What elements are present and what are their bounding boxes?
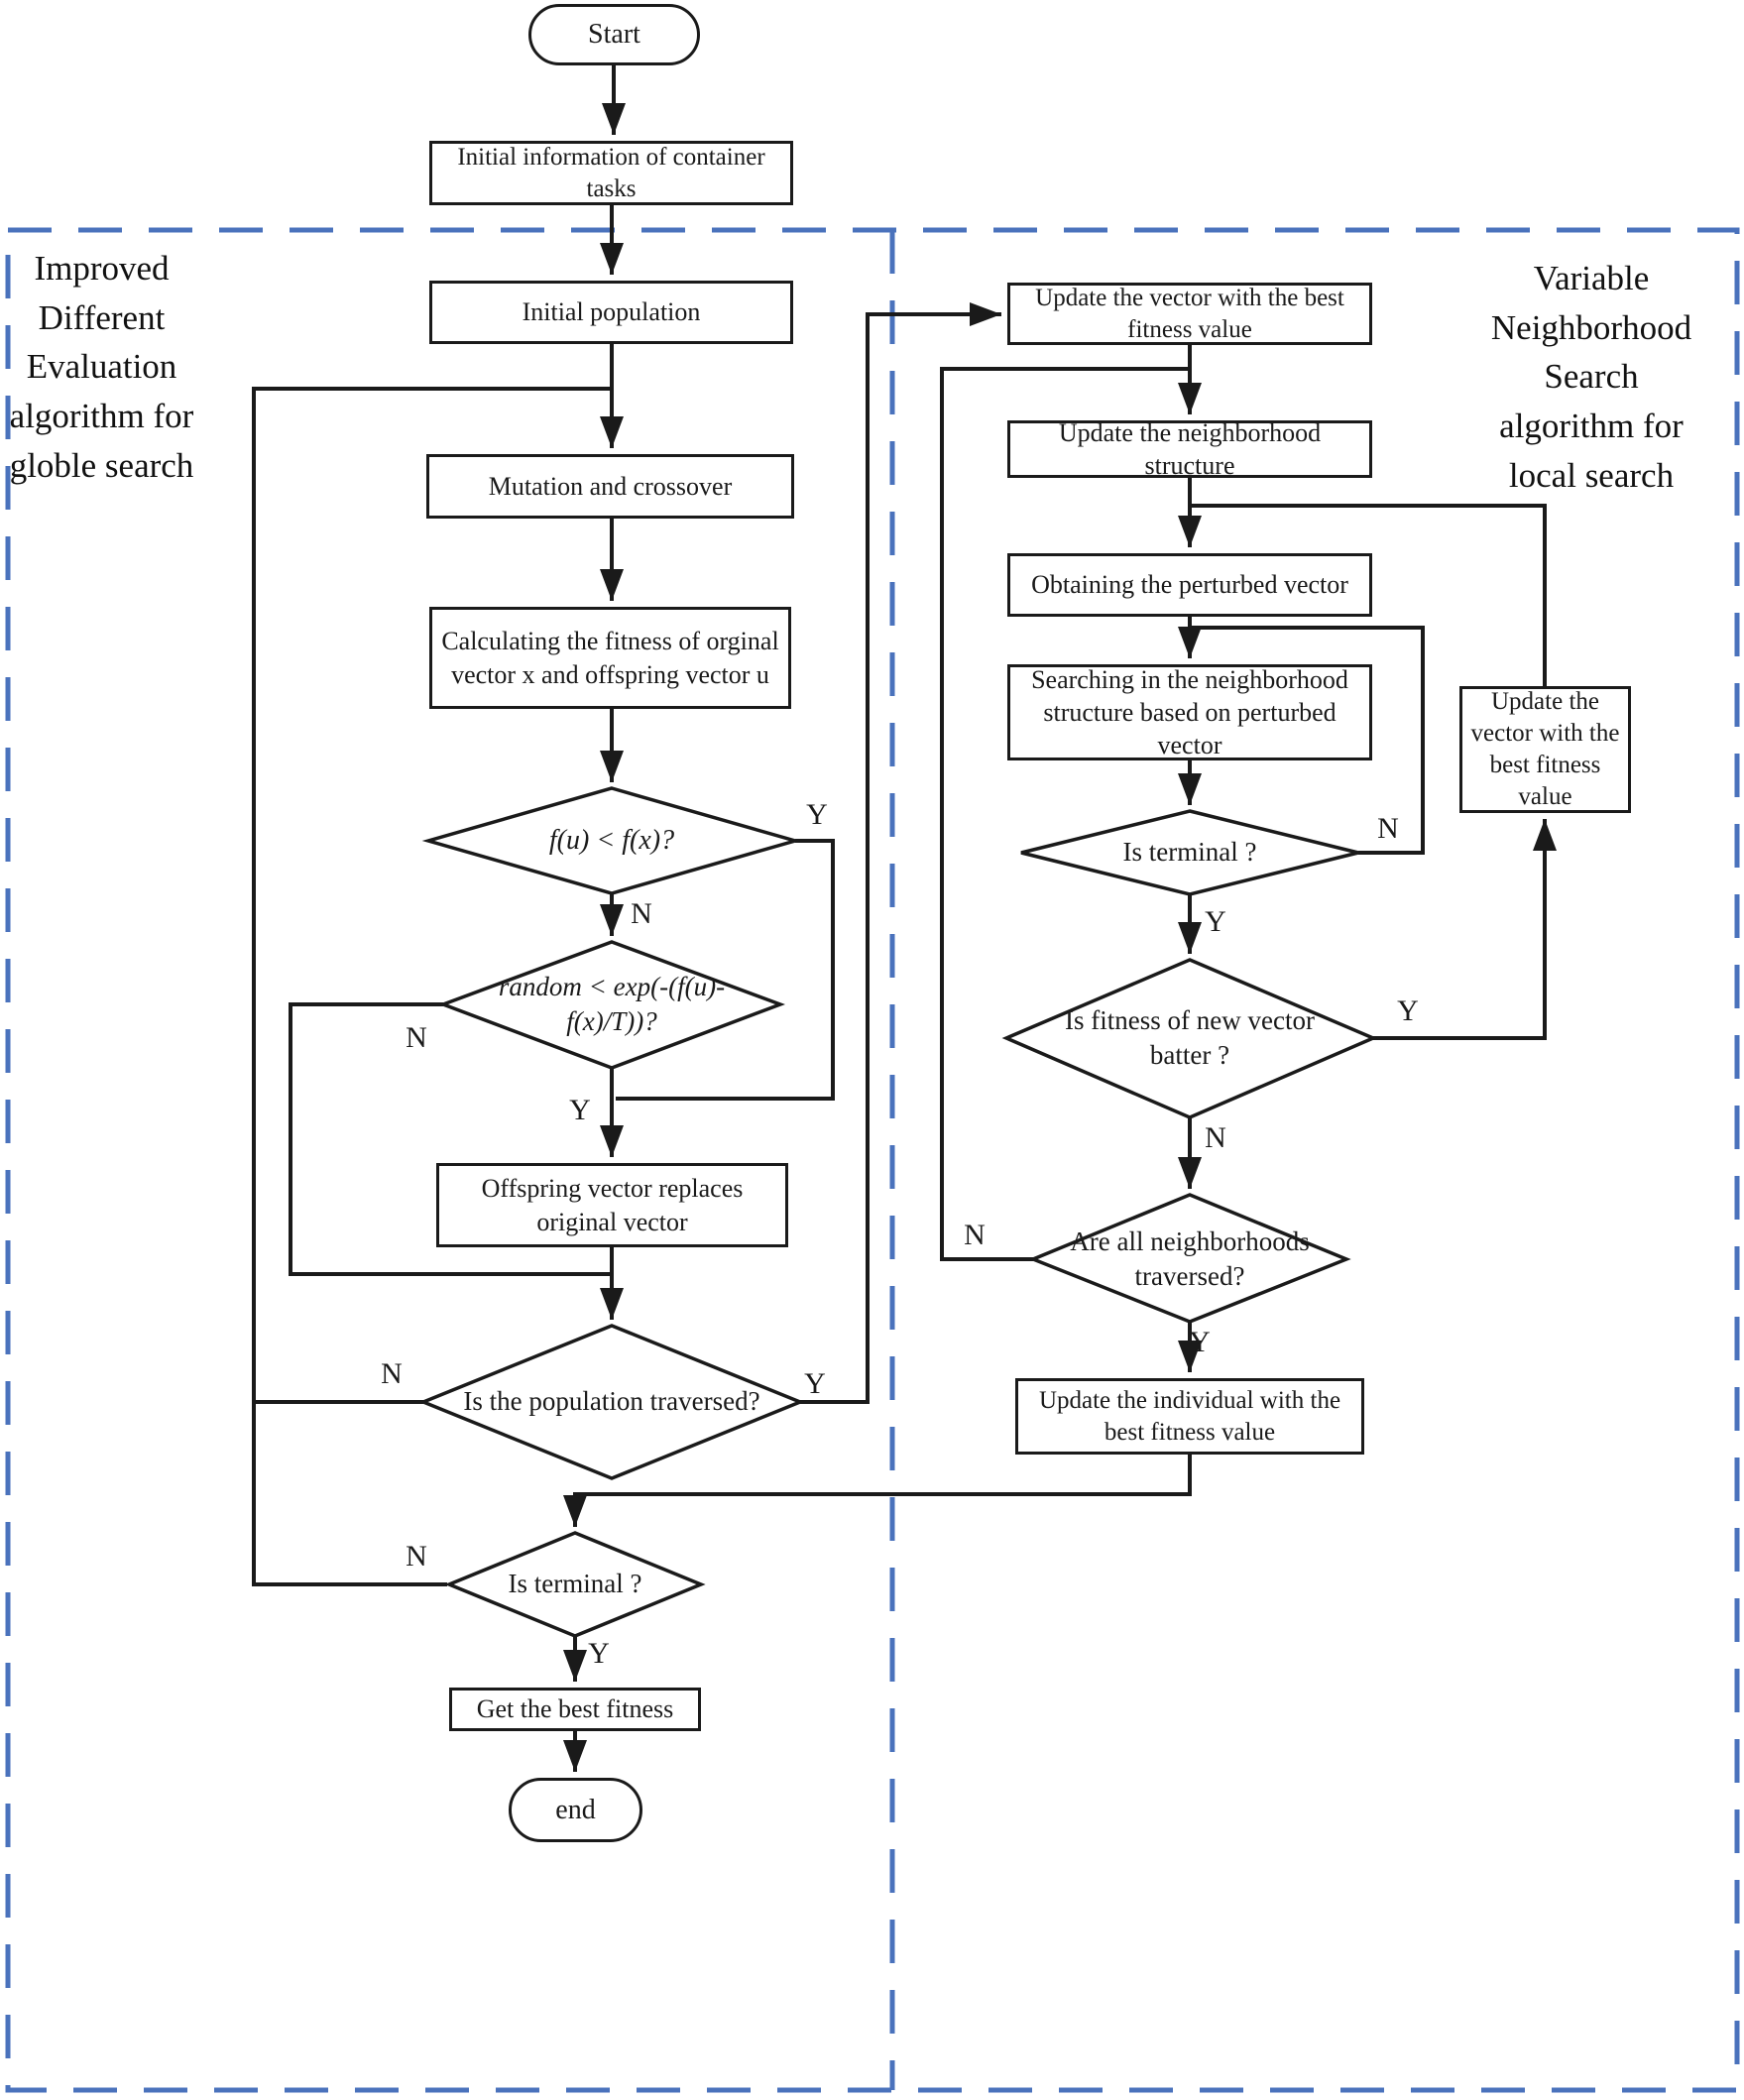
feedback-lines (252, 367, 1547, 1586)
update-individual-box: Update the individual with the best fitn… (1015, 1378, 1364, 1455)
population-traversed-text: Is the population traversed? (463, 1386, 760, 1417)
label-population-no: N (381, 1357, 403, 1390)
label-terminal-right-yes: Y (1205, 905, 1226, 938)
diamond-terminal-left (444, 1531, 706, 1638)
update-vector-box: Update the vector with the best fitness … (1007, 283, 1372, 345)
arrow-population-yes-to-update-vector (800, 302, 1001, 1404)
initial-population-box: Initial population (429, 281, 793, 344)
get-best-fitness-box: Get the best fitness (449, 1688, 701, 1731)
label-terminal-left-yes: Y (588, 1637, 610, 1670)
initial-info-box: Initial information of container tasks (429, 141, 793, 205)
label-fitness-yes: Y (1397, 994, 1419, 1027)
arrow-fitness-yes-to-small-update (1373, 819, 1557, 1040)
fu-fx-condition-text: f(u) < f(x)? (548, 824, 675, 856)
arrow-individual-to-terminal-left (563, 1455, 1192, 1527)
obtain-perturbed-box: Obtaining the perturbed vector (1007, 553, 1372, 617)
right-section-title: Variable Neighborhood Search algorithm f… (1490, 259, 1692, 495)
update-vector-small-box: Update the vector with the best fitness … (1459, 686, 1631, 813)
fitness-better-text: Is fitness of new vector batter ? (1065, 1004, 1315, 1070)
calc-fitness-box: Calculating the fitness of orginal vecto… (429, 607, 791, 709)
label-neighborhoods-yes: Y (1189, 1326, 1211, 1358)
offspring-replace-box: Offspring vector replaces original vecto… (436, 1163, 788, 1247)
update-neighborhood-box: Update the neighborhood structure (1007, 418, 1372, 480)
label-terminal-left-no: N (406, 1540, 427, 1573)
diamond-neighborhoods-traversed (1028, 1193, 1351, 1324)
label-fu-fx-yes: Y (806, 798, 828, 831)
diamond-random (437, 940, 786, 1070)
small-update-return-line (1192, 504, 1547, 686)
random-no-bypass (289, 1002, 610, 1276)
label-terminal-right-no: N (1377, 812, 1399, 845)
mutation-crossover-box: Mutation and crossover (426, 454, 794, 519)
label-neighborhoods-no: N (964, 1219, 986, 1251)
fu-fx-yes-bypass (616, 839, 835, 1101)
end-node: end (509, 1778, 642, 1842)
neighborhoods-no-loop (940, 367, 1192, 1261)
diamond-population-traversed (418, 1324, 805, 1480)
label-random-no: N (406, 1021, 427, 1054)
label-fu-fx-no: N (631, 897, 652, 930)
neighborhoods-traversed-text: Are all neighborhoods traversed? (1070, 1225, 1310, 1291)
flow-arrows (563, 65, 1557, 1772)
diamond-fitness-better (1001, 958, 1378, 1119)
terminal-left-text: Is terminal ? (508, 1569, 642, 1599)
decision-diamonds (418, 786, 1378, 1638)
left-section-title: Improved Different Evaluation algorithm … (9, 249, 194, 485)
search-neighborhood-box: Searching in the neighborhood structure … (1007, 664, 1372, 760)
random-condition-text: random < exp(-(f(u)-f(x)/T))? (498, 971, 726, 1036)
label-population-yes: Y (804, 1367, 826, 1400)
left-feedback-line (252, 387, 610, 1586)
diamond-terminal-right (1020, 809, 1359, 896)
label-random-yes: Y (569, 1094, 591, 1126)
label-fitness-no: N (1205, 1121, 1226, 1154)
start-node: Start (528, 4, 700, 65)
section-dashed-borders (5, 227, 1740, 2093)
diamond-fu-fx (421, 786, 802, 895)
terminal-right-text: Is terminal ? (1122, 837, 1257, 868)
terminal-right-no-loop (1192, 626, 1425, 855)
